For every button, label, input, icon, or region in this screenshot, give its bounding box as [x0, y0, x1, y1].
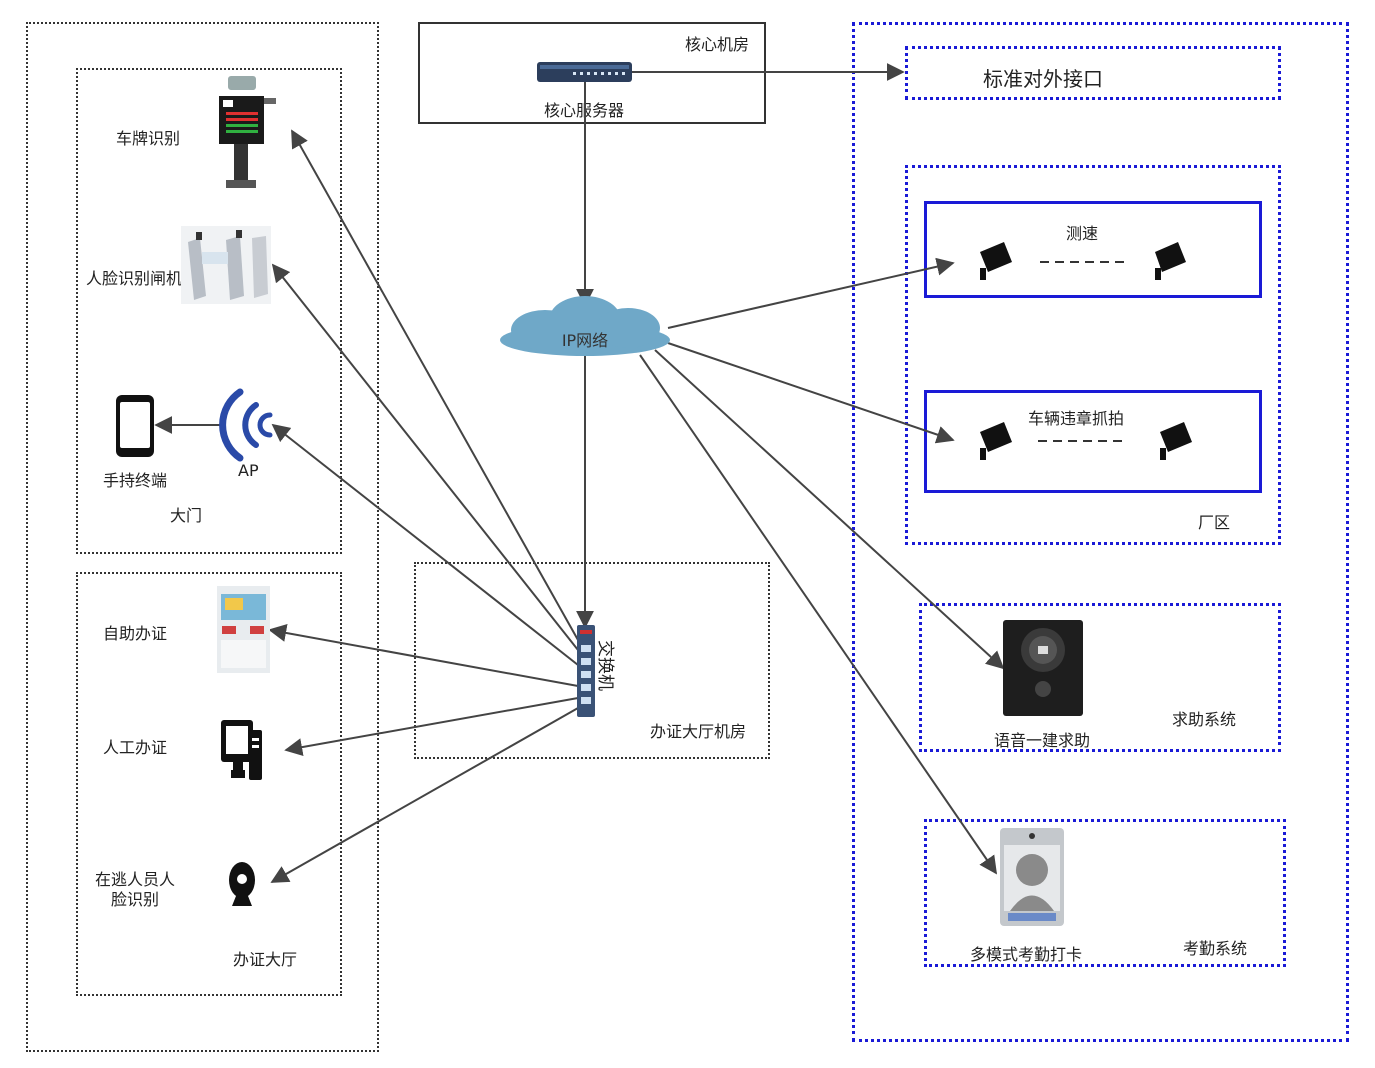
camera-icon	[1155, 242, 1186, 280]
gate-title: 大门	[170, 506, 203, 525]
office-room-title: 办证大厅机房	[650, 722, 747, 741]
self-service-label: 自助办证	[103, 624, 168, 643]
server-icon	[537, 62, 632, 82]
attendance-terminal-icon	[1000, 828, 1064, 926]
attendance-device-label: 多模式考勤打卡	[970, 945, 1083, 964]
factory-group	[905, 165, 1281, 545]
link-network-speed	[667, 257, 955, 329]
violation-label: 车辆违章抓拍	[1028, 409, 1125, 428]
intercom-icon	[1003, 620, 1083, 716]
external-interface-box	[905, 46, 1281, 100]
self-service-kiosk-icon	[217, 586, 270, 673]
camera-icon	[980, 422, 1012, 460]
core-room-title: 核心机房	[685, 35, 750, 54]
office-room	[414, 562, 770, 759]
attendance-group	[924, 819, 1286, 967]
face-gate-icon	[181, 226, 271, 304]
ap-label: AP	[238, 461, 259, 480]
cloud-icon	[500, 296, 670, 356]
link-network-attendance	[639, 354, 998, 875]
speed-box	[924, 201, 1262, 298]
link-switch-facegate	[271, 263, 579, 651]
violation-box	[924, 390, 1262, 493]
gate-group	[76, 68, 342, 554]
external-interface-label: 标准对外接口	[983, 67, 1103, 91]
webcam-icon	[229, 862, 255, 906]
link-switch-plate	[291, 129, 579, 641]
help-group	[919, 603, 1281, 752]
handheld-label: 手持终端	[103, 471, 168, 490]
handheld-icon	[116, 395, 154, 457]
help-title: 求助系统	[1172, 710, 1237, 729]
cloud-label: IP网络	[562, 331, 608, 350]
link-network-violation	[667, 342, 955, 444]
camera-icon	[980, 242, 1012, 280]
camera-icon	[1160, 422, 1192, 460]
attendance-title: 考勤系统	[1183, 939, 1248, 958]
face-gate-label: 人脸识别闸机	[86, 269, 183, 288]
link-switch-ap	[271, 423, 579, 666]
speed-label: 测速	[1066, 224, 1099, 243]
manual-label: 人工办证	[103, 738, 168, 757]
plate-recognition-icon	[219, 76, 276, 188]
help-device-label: 语音一建求助	[994, 731, 1091, 750]
ap-wifi-icon	[219, 388, 273, 462]
link-switch-selfservice	[268, 624, 579, 687]
fugitive-label-line1: 在逃人员人	[95, 870, 176, 889]
computer-icon	[221, 720, 262, 780]
left-region	[26, 22, 379, 1052]
link-network-help	[654, 349, 1005, 670]
link-switch-fugitive	[270, 707, 579, 883]
hall-title: 办证大厅	[233, 950, 298, 969]
switch-icon	[577, 625, 595, 717]
fugitive-label-line2: 脸识别	[111, 890, 160, 909]
factory-title: 厂区	[1198, 513, 1231, 532]
plate-recognition-label: 车牌识别	[116, 129, 181, 148]
link-switch-manual	[284, 697, 579, 757]
switch-label: 交换机	[595, 640, 615, 691]
hall-group	[76, 572, 342, 996]
